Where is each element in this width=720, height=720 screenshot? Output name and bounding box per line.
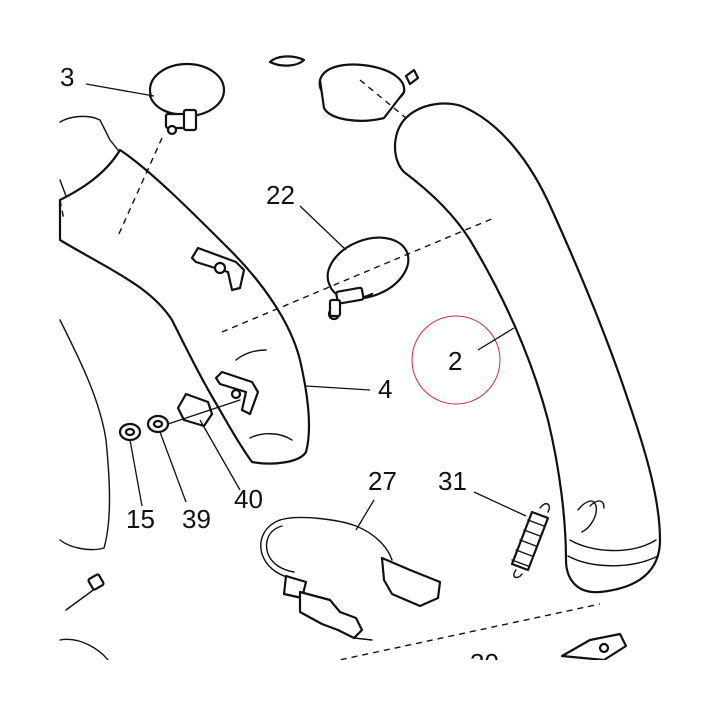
callout-27: 27 — [368, 466, 397, 496]
clip-40 — [167, 392, 241, 428]
leader-lines — [85, 83, 527, 531]
bottom-white-band — [0, 660, 720, 720]
top-collar — [268, 55, 420, 122]
callout-31: 31 — [438, 466, 467, 496]
callout-15: 15 — [126, 504, 155, 534]
clamp-22 — [326, 236, 410, 321]
callout-2: 2 — [448, 346, 462, 376]
highlight-circle — [411, 315, 501, 405]
clamp-3 — [148, 62, 226, 136]
washer-39 — [146, 414, 170, 434]
exhaust-pipe-2 — [393, 102, 662, 594]
callout-22: 22 — [266, 180, 295, 210]
callout-39: 39 — [182, 504, 211, 534]
callout-labels: 3 22 2 4 15 39 40 27 31 30 — [60, 62, 499, 678]
callout-3: 3 — [60, 62, 74, 92]
callout-4: 4 — [378, 374, 392, 404]
bolt-bottom-left — [59, 573, 109, 661]
callout-40: 40 — [234, 484, 263, 514]
spring-31 — [510, 502, 550, 579]
bracket-30 — [560, 632, 628, 662]
centerlines — [59, 79, 601, 663]
oxygen-sensor-27 — [260, 516, 442, 641]
heat-shield-4 — [58, 148, 310, 465]
washer-15 — [118, 422, 142, 442]
